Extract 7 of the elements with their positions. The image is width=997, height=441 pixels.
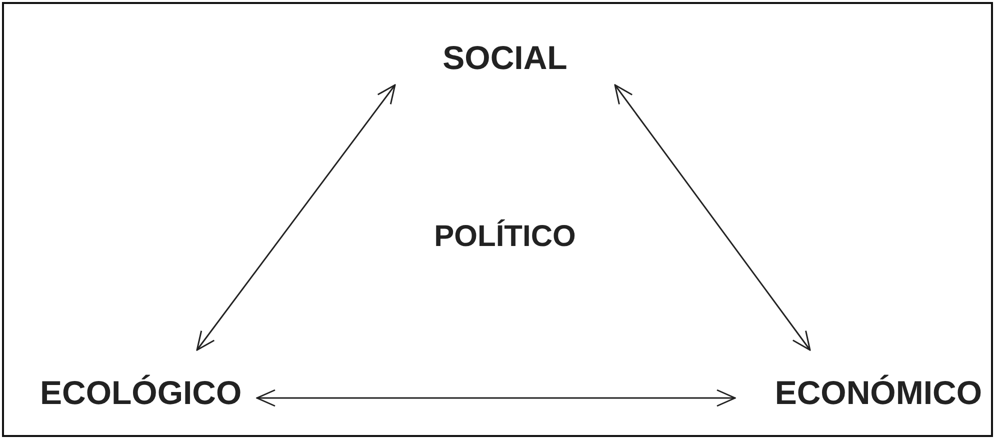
node-label: SOCIAL	[442, 38, 568, 76]
double-arrow	[614, 84, 811, 351]
double-arrow	[196, 84, 396, 351]
center-label: POLÍTICO	[434, 220, 576, 254]
node-label: ECOLÓGICO	[40, 374, 242, 412]
double-arrow	[256, 389, 736, 407]
node-label: ECONÓMICO	[774, 374, 982, 412]
